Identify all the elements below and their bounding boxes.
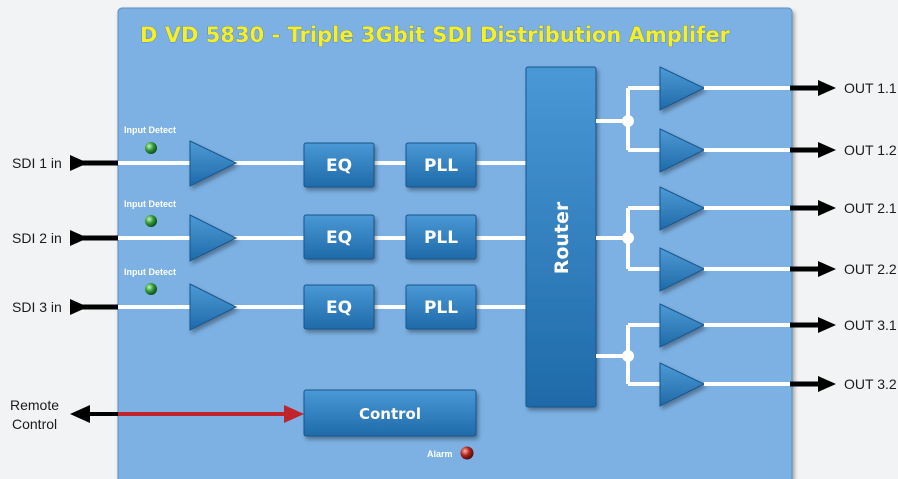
input-label: SDI 1 in	[12, 155, 62, 171]
pll-label: PLL	[424, 298, 458, 318]
output-row-2: OUT 1.2	[659, 128, 897, 173]
router-label: Router	[551, 201, 573, 274]
remote-label-line2: Control	[12, 416, 57, 432]
input-detect-label: Input Detect	[124, 267, 176, 277]
output-amplifier-icon	[659, 247, 706, 292]
output-label: OUT 3.1	[844, 317, 897, 333]
input-row-3: SDI 3 in Input Detect EQ PLL	[12, 267, 526, 331]
input-detect-led-icon	[145, 142, 157, 154]
output-row-6: OUT 3.2	[659, 362, 897, 407]
input-arrow-icon	[70, 299, 88, 315]
output-label: OUT 1.2	[844, 142, 897, 158]
control-block	[303, 389, 477, 437]
output-label: OUT 1.1	[844, 80, 897, 96]
output-arrow-icon	[818, 80, 836, 96]
alarm-label: Alarm	[427, 449, 453, 459]
output-arrow-icon	[818, 261, 836, 277]
pll-block	[405, 214, 477, 260]
split-junction-icon	[622, 232, 634, 244]
output-arrow-icon	[818, 200, 836, 216]
output-row-1: OUT 1.1	[659, 66, 897, 111]
eq-block	[303, 214, 375, 260]
input-detect-label: Input Detect	[124, 125, 176, 135]
output-arrow-icon	[818, 142, 836, 158]
input-amplifier-icon	[189, 283, 238, 331]
output-arrow-icon	[818, 376, 836, 392]
input-row-2: SDI 2 in Input Detect EQ PLL	[12, 199, 526, 262]
pll-block	[405, 284, 477, 330]
output-row-4: OUT 2.2	[659, 247, 897, 292]
eq-label: EQ	[326, 298, 352, 318]
control-label: Control	[359, 405, 421, 423]
split-junction-icon	[622, 350, 634, 362]
output-amplifier-icon	[659, 128, 706, 173]
output-label: OUT 3.2	[844, 376, 897, 392]
output-amplifier-icon	[659, 362, 706, 407]
output-arrow-icon	[818, 317, 836, 333]
input-detect-led-icon	[145, 215, 157, 227]
output-label: OUT 2.1	[844, 200, 897, 216]
output-amplifier-icon	[659, 66, 706, 111]
input-amplifier-icon	[189, 214, 238, 262]
remote-control-link: Remote Control	[10, 397, 304, 432]
output-amplifier-icon	[659, 186, 706, 231]
split-junction-icon	[622, 115, 634, 127]
pll-block	[405, 142, 477, 188]
eq-label: EQ	[326, 156, 352, 176]
pll-label: PLL	[424, 228, 458, 248]
alarm-led-icon	[460, 446, 474, 460]
input-row-1: SDI 1 in Input Detect EQ PLL	[12, 125, 526, 188]
diagram-title: D VD 5830 - Triple 3Gbit SDI Distributio…	[140, 23, 731, 47]
input-arrow-icon	[70, 230, 88, 246]
input-label: SDI 3 in	[12, 299, 62, 315]
pll-label: PLL	[424, 156, 458, 176]
input-arrow-icon	[70, 155, 88, 171]
remote-right-arrow-icon	[284, 405, 304, 423]
input-detect-led-icon	[145, 283, 157, 295]
remote-label-line1: Remote	[10, 397, 59, 413]
eq-block	[303, 284, 375, 330]
remote-left-arrow-icon	[70, 405, 90, 423]
input-detect-label: Input Detect	[124, 199, 176, 209]
output-amplifier-icon	[659, 303, 706, 348]
output-row-3: OUT 2.1	[659, 186, 897, 231]
eq-block	[303, 142, 375, 188]
input-amplifier-icon	[189, 140, 238, 187]
output-row-5: OUT 3.1	[659, 303, 897, 348]
eq-label: EQ	[326, 228, 352, 248]
input-label: SDI 2 in	[12, 230, 62, 246]
output-label: OUT 2.2	[844, 261, 897, 277]
